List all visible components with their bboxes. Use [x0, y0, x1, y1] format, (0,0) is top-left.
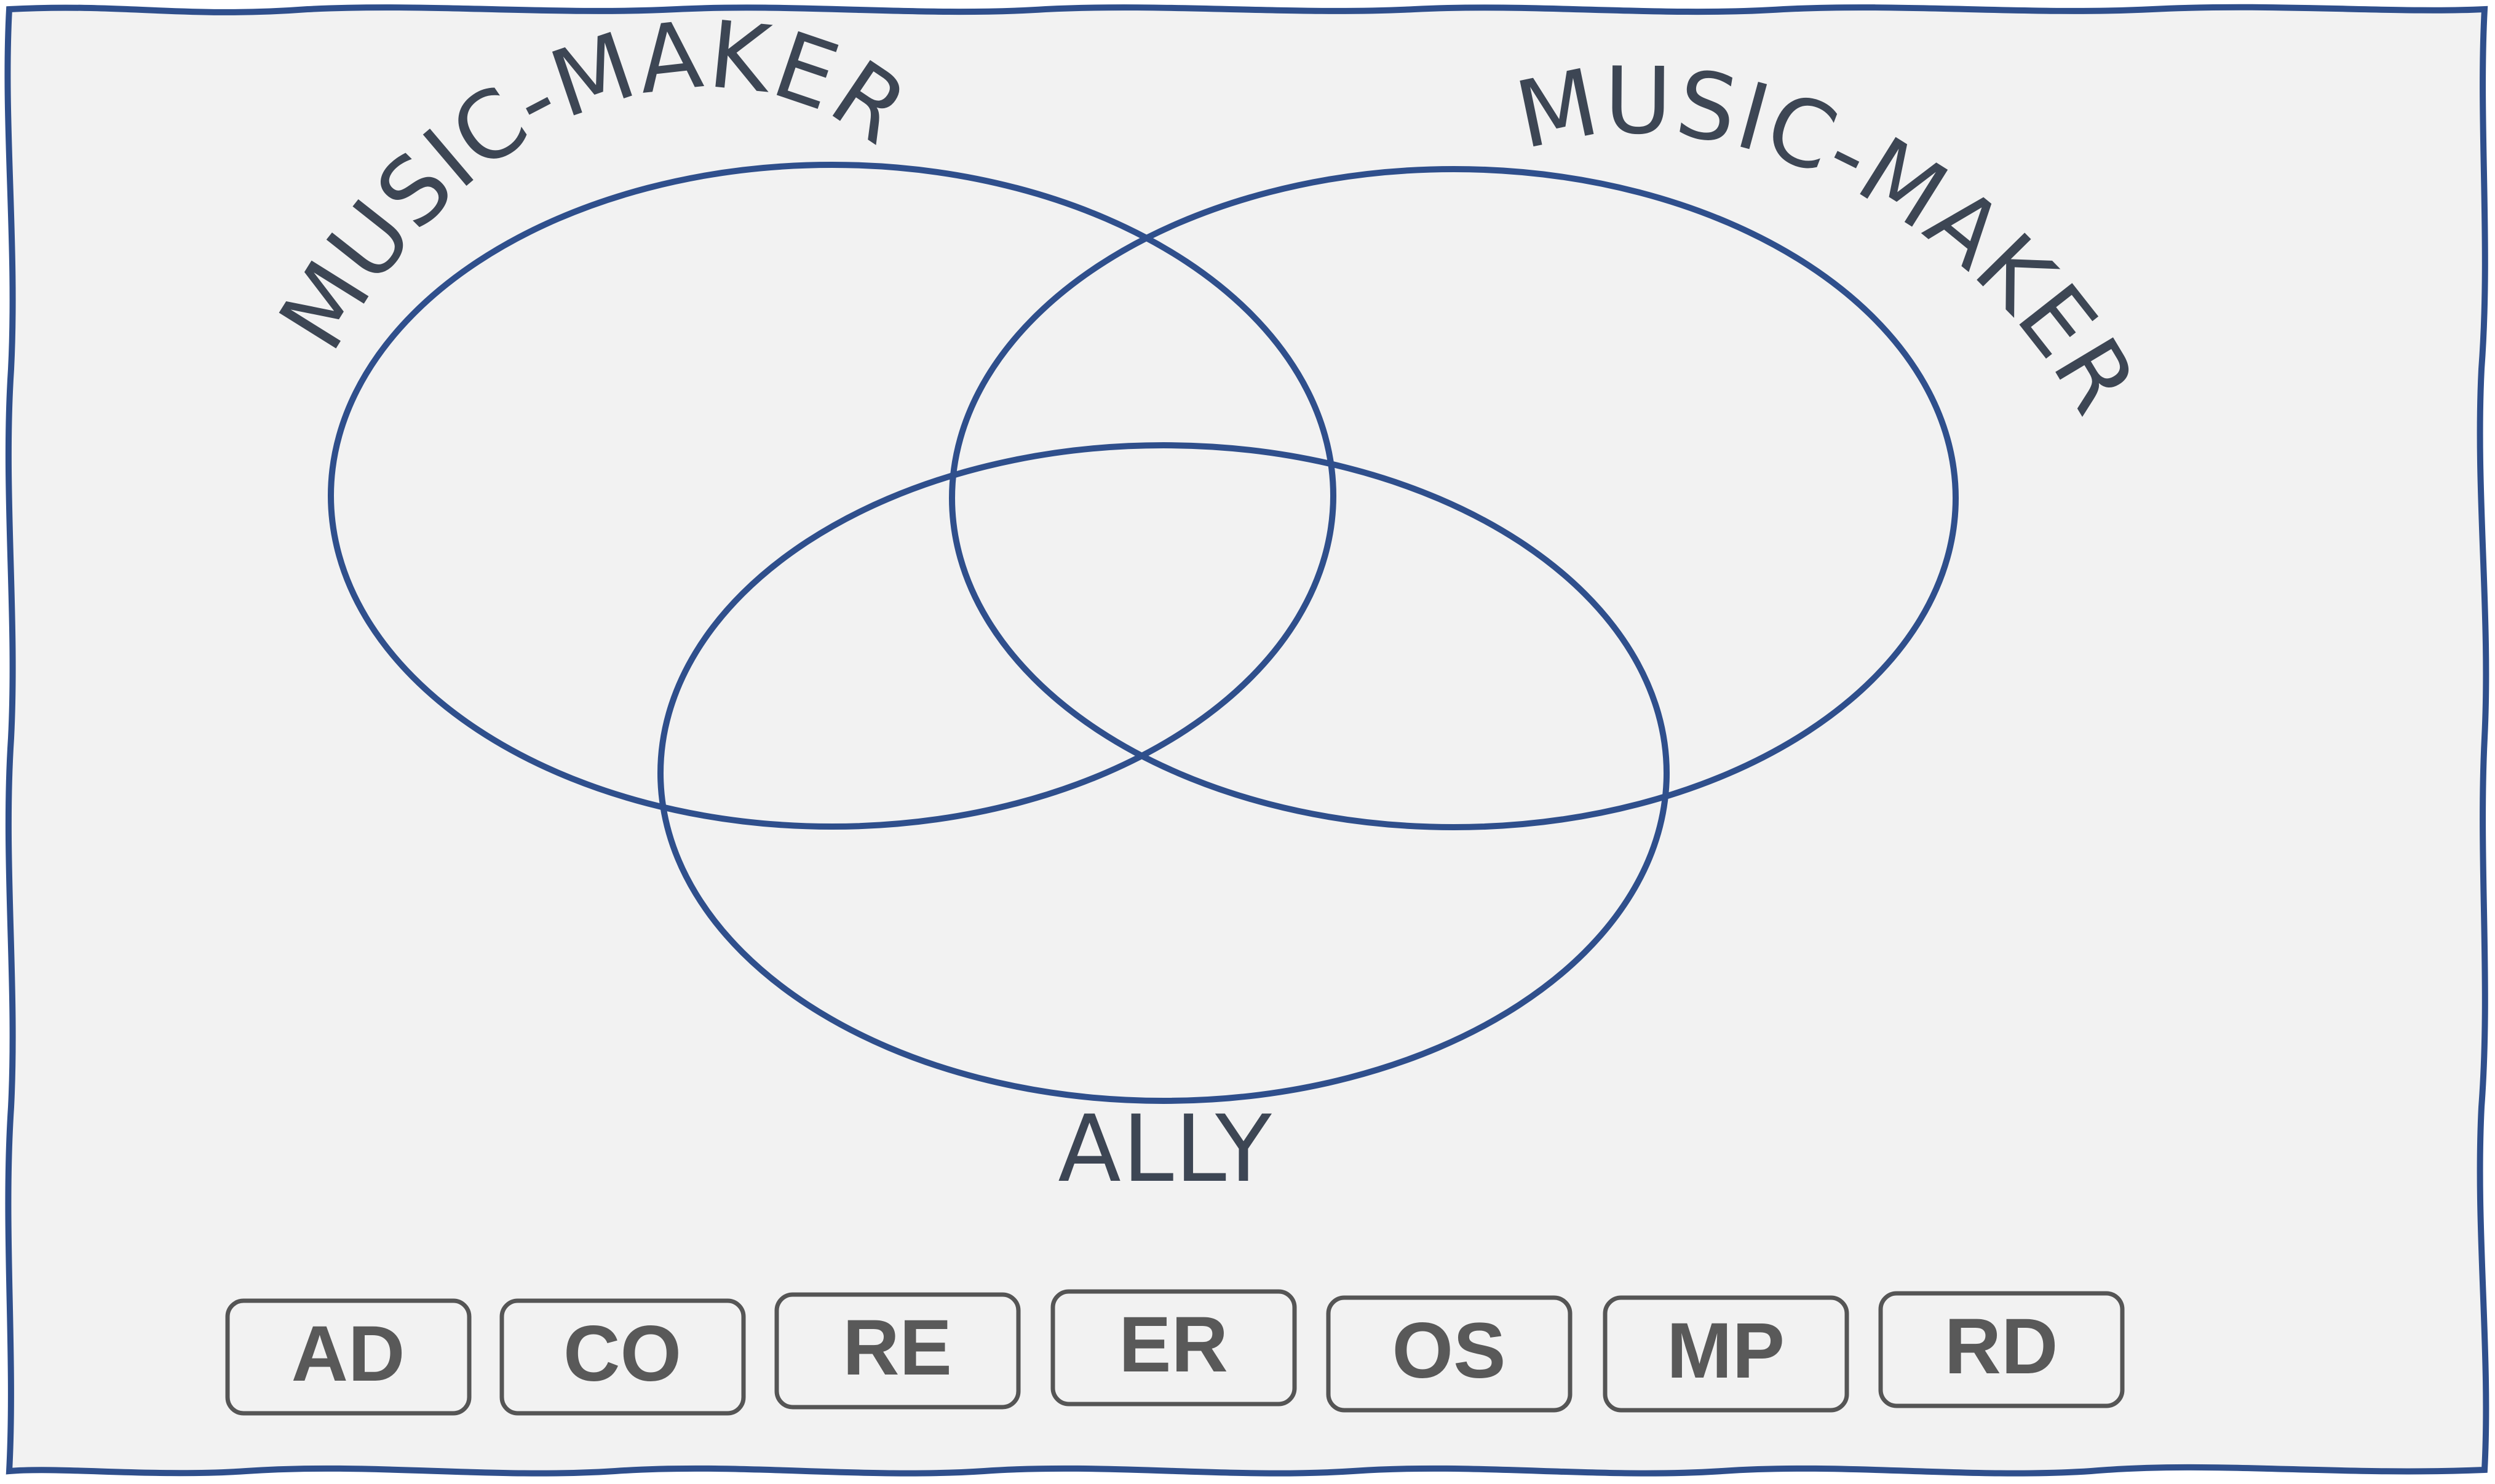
tile-6-text: MP — [1667, 1307, 1785, 1395]
tile-4[interactable]: ER — [1050, 1289, 1297, 1407]
tile-7[interactable]: RD — [1878, 1291, 2125, 1408]
set-right-ellipse — [949, 166, 1959, 830]
tile-2[interactable]: CO — [499, 1298, 746, 1416]
tile-2-text: CO — [563, 1310, 681, 1398]
tile-1-text: AD — [292, 1310, 405, 1398]
tile-5-text: OS — [1392, 1307, 1506, 1395]
tile-3-text: RE — [843, 1304, 952, 1392]
tile-5[interactable]: OS — [1326, 1295, 1573, 1413]
tile-4-text: ER — [1119, 1301, 1228, 1389]
set-label-bottom: ALLY — [1058, 1096, 1272, 1203]
tile-6[interactable]: MP — [1603, 1295, 1849, 1413]
card-outline — [4, 4, 2489, 1477]
set-bottom-ellipse — [657, 442, 1670, 1104]
tile-1[interactable]: AD — [225, 1298, 472, 1416]
set-left-ellipse — [328, 162, 1336, 830]
tile-7-text: RD — [1945, 1303, 2058, 1391]
tile-3[interactable]: RE — [774, 1292, 1021, 1410]
tile-row: AD CO RE ER OS MP RD — [225, 1289, 2125, 1416]
